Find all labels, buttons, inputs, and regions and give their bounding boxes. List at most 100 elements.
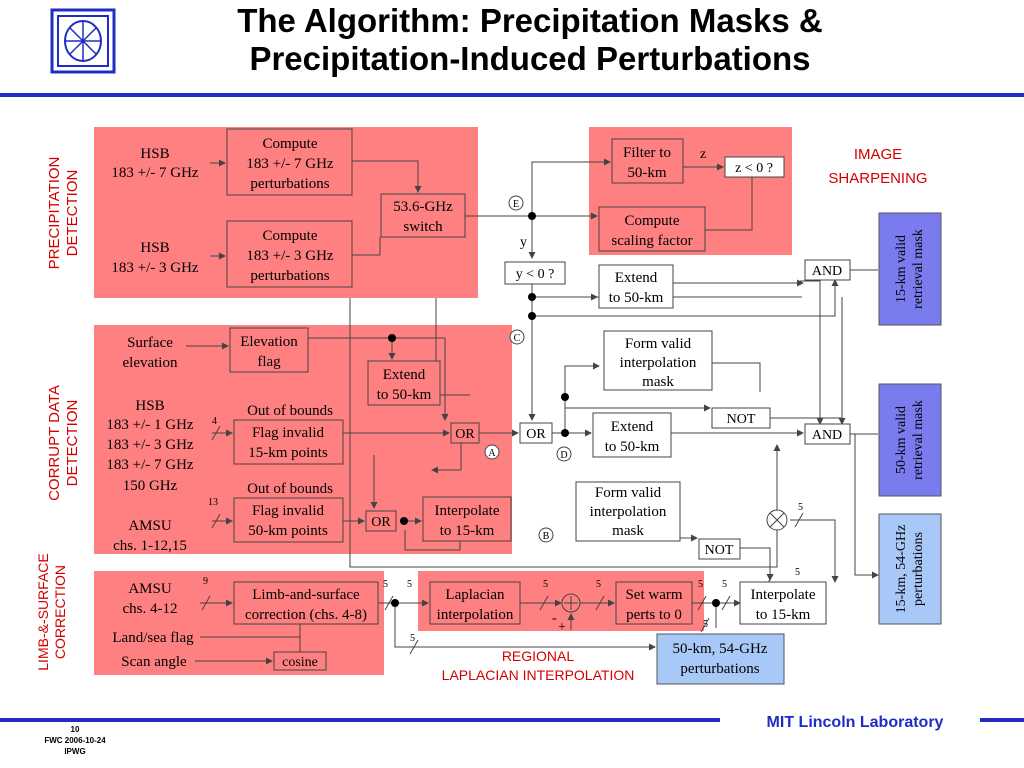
svg-text:5: 5 (698, 579, 703, 590)
svg-text:z < 0 ?: z < 0 ? (735, 161, 773, 176)
svg-text:Form valid: Form valid (625, 336, 692, 352)
svg-text:to 50-km: to 50-km (609, 290, 664, 306)
bus-count-labels: 4 13 9 5 5 5 5 5 5 5 5 5 5 (203, 416, 803, 644)
output-50km-perturbations: 50-km, 54-GHz perturbations (656, 633, 785, 685)
out-of-bounds-label-1: Out of bounds (247, 403, 333, 419)
section-label-image: IMAGE SHARPENING (828, 146, 927, 187)
svg-text:4: 4 (212, 416, 217, 427)
svg-text:D: D (560, 450, 567, 461)
svg-text:AND: AND (812, 264, 842, 279)
svg-text:183 +/- 7 GHz: 183 +/- 7 GHz (111, 165, 199, 181)
svg-text:CORRECTION: CORRECTION (52, 565, 68, 659)
svg-text:AMSU: AMSU (128, 581, 172, 597)
block-filter-50km: Filter to 50-km (611, 138, 684, 184)
input-land-sea-flag: Land/sea flag (112, 630, 194, 646)
svg-text:DETECTION: DETECTION (64, 170, 81, 257)
svg-text:Extend: Extend (611, 419, 654, 435)
svg-text:OR: OR (371, 515, 391, 530)
svg-text:5: 5 (410, 633, 415, 644)
svg-text:183 +/- 3 GHz: 183 +/- 3 GHz (246, 248, 334, 264)
svg-text:Set warm: Set warm (625, 587, 682, 603)
svg-text:C: C (514, 333, 521, 344)
svg-text:Compute: Compute (263, 228, 318, 244)
block-interpolate-15km-2: Interpolate to 15-km (739, 581, 827, 625)
block-and-2: AND (804, 423, 851, 445)
svg-text:5: 5 (703, 619, 708, 630)
input-surface-elevation: Surface elevation (123, 335, 178, 371)
svg-text:SHARPENING: SHARPENING (828, 170, 927, 187)
svg-text:5: 5 (596, 579, 601, 590)
svg-text:HSB: HSB (140, 146, 169, 162)
svg-text:150 GHz: 150 GHz (123, 478, 178, 494)
svg-text:+: + (558, 620, 566, 635)
block-extend-50km-2: Extend to 50-km (367, 360, 441, 406)
block-not-2: NOT (698, 538, 741, 560)
svg-text:-: - (552, 611, 557, 626)
svg-text:15-km points: 15-km points (248, 445, 328, 461)
block-compute-7ghz: Compute 183 +/- 7 GHz perturbations (226, 128, 353, 196)
svg-text:50-km: 50-km (627, 165, 666, 181)
block-or-b: OR (365, 510, 397, 532)
block-or-a: OR (450, 422, 480, 444)
block-laplacian: Laplacian interpolation (429, 581, 521, 625)
svg-text:Laplacian: Laplacian (445, 587, 505, 603)
svg-text:50-km, 54-GHz: 50-km, 54-GHz (673, 641, 768, 657)
svg-text:flag: flag (257, 354, 281, 370)
block-extend-50km-1: Extend to 50-km (598, 264, 674, 309)
svg-text:perts to 0: perts to 0 (626, 607, 682, 623)
svg-text:OR: OR (526, 427, 546, 442)
svg-text:HSB: HSB (135, 398, 164, 414)
out-of-bounds-label-2: Out of bounds (247, 481, 333, 497)
svg-text:5: 5 (407, 579, 412, 590)
svg-text:B: B (543, 531, 550, 542)
marker-b: B (538, 527, 554, 543)
svg-text:5: 5 (795, 567, 800, 578)
title-line-2: Precipitation-Induced Perturbations (249, 40, 811, 77)
block-y-lt-0: y < 0 ? (504, 261, 566, 285)
svg-text:AMSU: AMSU (128, 518, 172, 534)
svg-text:53.6-GHz: 53.6-GHz (393, 199, 453, 215)
output-50km-mask: 50-km valid retrieval mask (878, 383, 942, 497)
svg-text:Form valid: Form valid (595, 485, 662, 501)
svg-text:CORRUPT DATA: CORRUPT DATA (46, 385, 63, 501)
footer-rule-left (0, 718, 720, 722)
svg-text:183 +/- 3 GHz: 183 +/- 3 GHz (111, 260, 199, 276)
footer-lab-name: MIT Lincoln Laboratory (766, 714, 944, 731)
input-amsu-4-12: AMSU chs. 4-12 (123, 581, 178, 617)
input-amsu-1-12-15: AMSU chs. 1-12,15 (113, 518, 187, 554)
svg-text:Compute: Compute (625, 213, 680, 229)
svg-text:IMAGE: IMAGE (854, 146, 902, 163)
input-hsb7: HSB 183 +/- 7 GHz (111, 146, 199, 181)
block-53ghz-switch: 53.6-GHz switch (380, 193, 466, 238)
svg-text:OR: OR (455, 427, 475, 442)
svg-text:9: 9 (203, 576, 208, 587)
section-label-regional: REGIONAL LAPLACIAN INTERPOLATION (442, 648, 635, 683)
block-set-warm: Set warm perts to 0 (615, 581, 693, 625)
svg-text:DETECTION: DETECTION (64, 400, 81, 487)
svg-text:50-km valid: 50-km valid (894, 406, 909, 474)
marker-d: D (556, 446, 572, 462)
svg-text:scaling factor: scaling factor (611, 233, 692, 249)
marker-c: C (509, 329, 525, 345)
svg-text:interpolation: interpolation (590, 504, 667, 520)
multiplier-junction (766, 509, 788, 531)
block-cosine: cosine (273, 651, 327, 671)
svg-text:13: 13 (208, 497, 218, 508)
title-line-1: The Algorithm: Precipitation Masks & (237, 2, 823, 39)
section-label-precip: PRECIPITATION DETECTION (46, 157, 81, 270)
svg-text:to 50-km: to 50-km (605, 439, 660, 455)
svg-text:elevation: elevation (123, 355, 178, 371)
svg-text:retrieval mask: retrieval mask (911, 229, 926, 309)
svg-text:perturbations: perturbations (680, 661, 759, 677)
svg-text:Elevation: Elevation (240, 334, 298, 350)
svg-text:LAPLACIAN INTERPOLATION: LAPLACIAN INTERPOLATION (442, 667, 635, 683)
svg-text:PRECIPITATION: PRECIPITATION (46, 157, 63, 270)
svg-text:183 +/- 3 GHz: 183 +/- 3 GHz (106, 437, 194, 453)
input-hsb-channels: HSB 183 +/- 1 GHz 183 +/- 3 GHz 183 +/- … (106, 398, 194, 494)
header-rule (0, 93, 1024, 97)
block-limb-correction: Limb-and-surface correction (chs. 4-8) (233, 581, 379, 625)
svg-text:5: 5 (383, 579, 388, 590)
marker-a: A (484, 444, 500, 460)
block-and-1: AND (804, 259, 851, 281)
